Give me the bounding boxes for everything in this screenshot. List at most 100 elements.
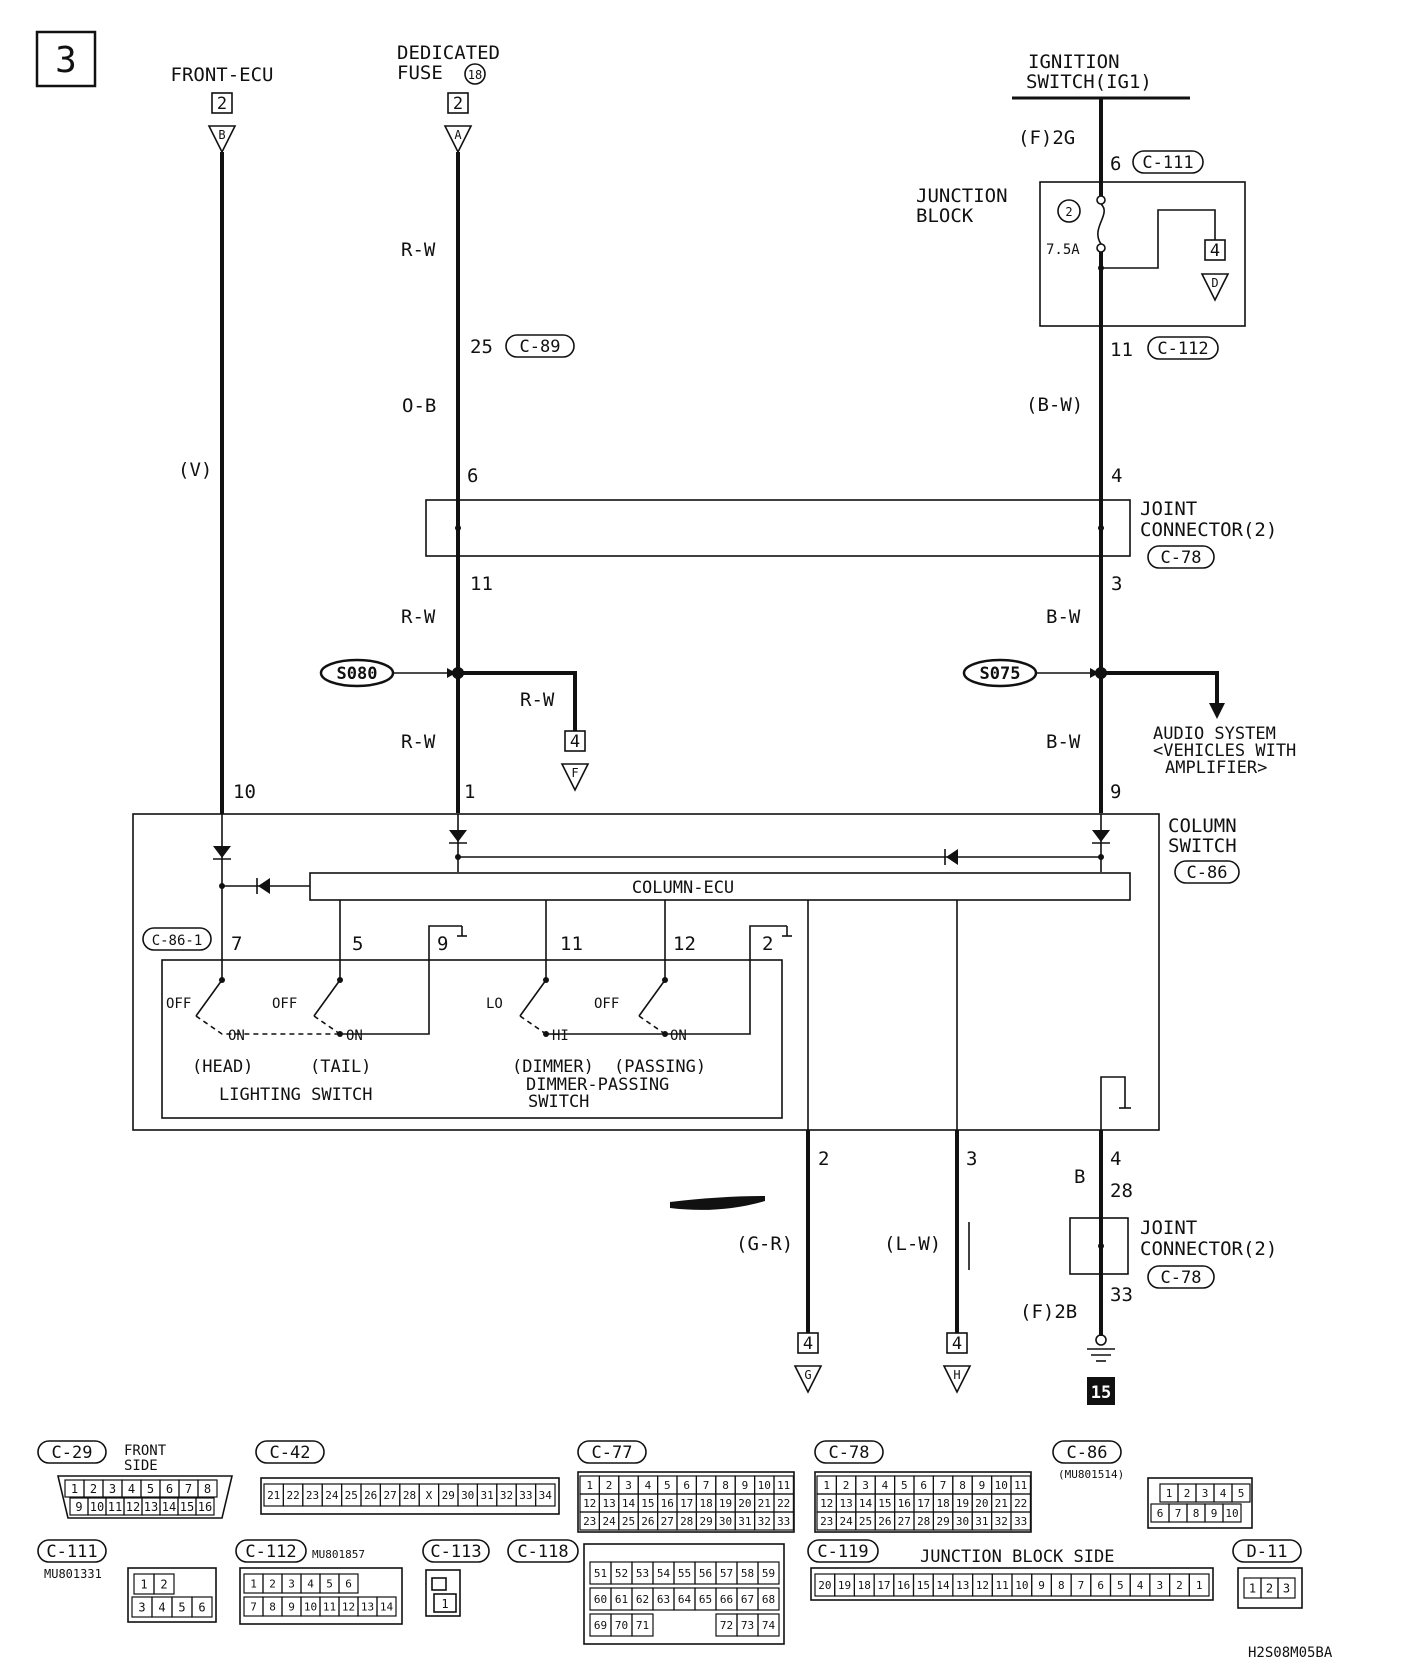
column-switch-box xyxy=(132,813,1160,1131)
joint-connector-line2: CONNECTOR(2) xyxy=(1140,519,1277,541)
c29-pin-cell xyxy=(195,1497,215,1516)
connector-ref-f2b: (F)2B xyxy=(1020,1301,1077,1323)
c119v-title: JUNCTION BLOCK SIDE xyxy=(920,1547,1114,1567)
dimmer-passing-return xyxy=(546,925,787,1035)
audio-line1: AUDIO SYSTEM xyxy=(1153,724,1276,744)
connector-ref-c111 xyxy=(1132,150,1204,174)
c42-pin: 22 xyxy=(286,1489,299,1502)
c77-pin: 15 xyxy=(641,1497,654,1510)
c78v-pin: 24 xyxy=(839,1515,853,1528)
switch-head: (HEAD) xyxy=(192,1057,253,1077)
c29-pin: 16 xyxy=(198,1500,212,1514)
page-ref-box xyxy=(211,92,233,114)
c78v-pin: 10 xyxy=(995,1479,1008,1492)
switch-dot xyxy=(543,977,549,983)
c112v-pin: 14 xyxy=(380,1600,394,1613)
c78v-pin: 16 xyxy=(898,1497,911,1510)
c77-pin: 32 xyxy=(758,1515,771,1528)
joint-connector-line1: JOINT xyxy=(1140,1217,1197,1239)
c78v-pin: 2 xyxy=(843,1479,850,1492)
scan-mark xyxy=(670,1196,765,1210)
c118v-pin-cell xyxy=(757,1587,780,1611)
c118v-pin-b-cell xyxy=(757,1613,780,1637)
c118v-pin: 65 xyxy=(699,1593,712,1606)
joint-connector-line2: CONNECTOR(2) xyxy=(1140,1238,1277,1260)
c119v-pin: 19 xyxy=(838,1579,851,1592)
connector-view-id xyxy=(255,1440,325,1464)
pin-25: 25 xyxy=(470,336,493,358)
c78v-pin: 20 xyxy=(975,1497,988,1510)
column-ecu-label: COLUMN-ECU xyxy=(632,878,734,898)
c77-pin: 2 xyxy=(606,1479,613,1492)
marker-h: H xyxy=(953,1368,960,1382)
column-switch-line1: COLUMN xyxy=(1168,815,1237,837)
dedicated-fuse-line1: DEDICATED xyxy=(397,42,500,64)
splice-arrowhead xyxy=(447,668,456,678)
c111v-id: C-111 xyxy=(46,1542,97,1562)
connector-view-id xyxy=(37,1539,107,1563)
c111v-part: MU801331 xyxy=(44,1567,102,1581)
connector-view-id xyxy=(1232,1539,1302,1563)
c112v-pin-cell xyxy=(376,1596,397,1617)
fuse-number: 18 xyxy=(468,68,482,82)
wire-color-rw: R-W xyxy=(520,689,555,711)
c78v-pin: 33 xyxy=(1014,1515,1027,1528)
junction-block-box xyxy=(1039,181,1246,327)
c118v-pin: 70 xyxy=(615,1619,628,1632)
c112v-pin: 6 xyxy=(345,1577,352,1590)
c119v-pin-cell xyxy=(1188,1573,1210,1597)
ground-stub xyxy=(1100,1076,1126,1130)
page-ref-box xyxy=(946,1332,968,1354)
c78v-pin: 17 xyxy=(917,1497,930,1510)
c78v-pin: 15 xyxy=(878,1497,891,1510)
c119v-pin: 6 xyxy=(1097,1579,1104,1592)
c29-pin: 6 xyxy=(166,1482,173,1496)
switch-off: OFF xyxy=(594,996,619,1012)
ignition-line2: SWITCH(IG1) xyxy=(1026,71,1152,93)
tail-switch-link xyxy=(313,1015,341,1035)
c77-pin: 13 xyxy=(602,1497,615,1510)
c118v-pin-b: 72 xyxy=(720,1619,733,1632)
joint-dot xyxy=(455,525,461,531)
c112v-pin: 5 xyxy=(326,1577,333,1590)
c77-pin: 23 xyxy=(583,1515,596,1528)
c111v-pin: 4 xyxy=(158,1600,165,1614)
c113v-shell xyxy=(425,1569,461,1617)
c111v-shell xyxy=(127,1567,217,1623)
wire-color-lw: (L-W) xyxy=(884,1233,941,1255)
connector-ref-c89 xyxy=(505,334,575,358)
c77-pin: 31 xyxy=(738,1515,751,1528)
pin-3: 3 xyxy=(966,1148,977,1170)
fuse-element xyxy=(1097,203,1105,245)
fuse-terminal xyxy=(1096,243,1106,253)
audio-arrowhead xyxy=(1209,703,1225,719)
page-ref-15-box xyxy=(1087,1377,1115,1405)
c29-pin: 5 xyxy=(147,1482,154,1496)
page-ref-box xyxy=(1204,239,1226,261)
junction-fuse-rating: 7.5A xyxy=(1046,242,1080,258)
c118v-pin: 59 xyxy=(762,1567,775,1580)
c77-pin: 9 xyxy=(742,1479,749,1492)
pin-6: 6 xyxy=(467,465,478,487)
audio-line2: <VEHICLES WITH xyxy=(1153,741,1296,761)
c86v-pin: 2 xyxy=(1184,1487,1191,1500)
c118v-pin: 57 xyxy=(720,1567,733,1580)
switch-off: OFF xyxy=(272,996,297,1012)
c29-pin: 10 xyxy=(90,1500,104,1514)
c42-pin: 31 xyxy=(480,1489,493,1502)
c78v-pin: 28 xyxy=(917,1515,930,1528)
c119v-pin: 16 xyxy=(897,1579,910,1592)
page-number: 3 xyxy=(55,40,77,81)
c118v-pin: 58 xyxy=(741,1567,754,1580)
diode xyxy=(1092,830,1110,842)
c78v-pin: 7 xyxy=(940,1479,947,1492)
switch-hi: HI xyxy=(552,1028,569,1044)
joint-connector-upper xyxy=(425,499,1131,557)
c112v-pin: 8 xyxy=(269,1600,276,1613)
c112v-part: MU801857 xyxy=(312,1548,365,1561)
